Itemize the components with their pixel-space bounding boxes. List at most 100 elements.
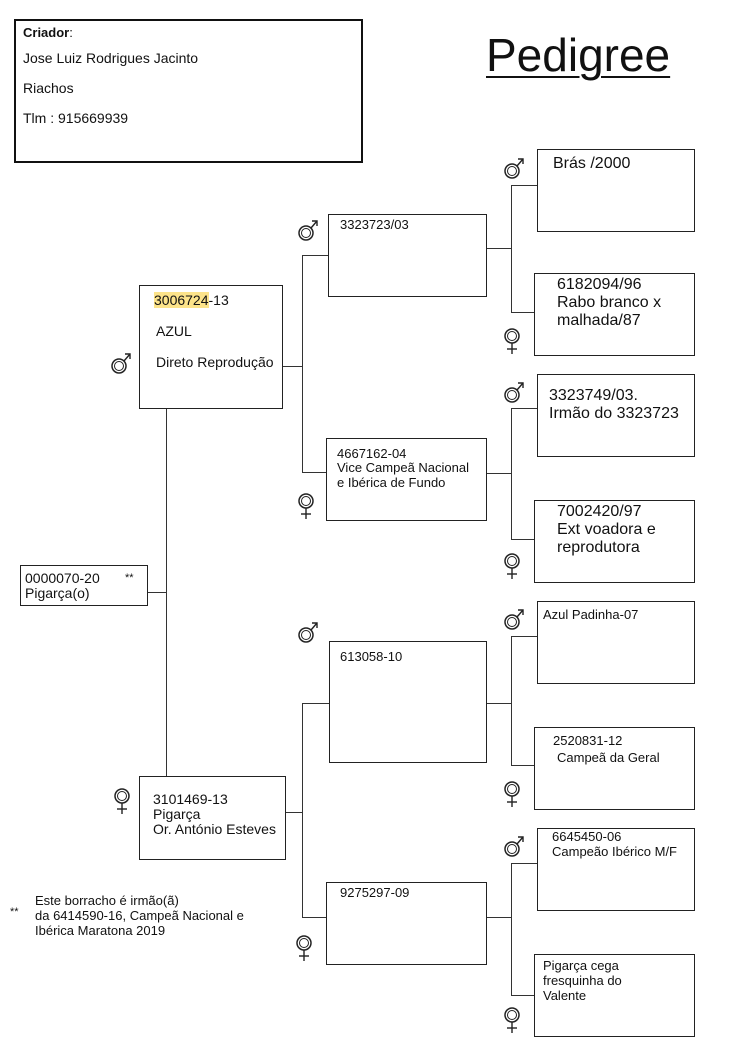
sire-ring-suffix: -13	[208, 292, 229, 308]
ds-dam-card	[534, 727, 695, 810]
connector-ss-sire	[511, 185, 537, 186]
dam-note: Or. António Esteves	[153, 821, 276, 837]
male-symbol-icon	[502, 832, 528, 860]
dam-card	[139, 776, 286, 860]
breeder-label-row: Criador:	[23, 25, 73, 41]
sire-sire-ring: 3323723/03	[340, 217, 409, 232]
dam-sire-ring: 613058-10	[340, 649, 403, 664]
sd-sire-ring: 3323749/03.	[549, 387, 638, 404]
connector-sd-vertical	[511, 408, 512, 540]
connector-sire-vertical	[302, 255, 303, 473]
connector-dam-vertical	[302, 703, 303, 918]
footnote-line-1: Este borracho é irmão(ã)	[35, 893, 179, 908]
male-symbol-icon	[296, 618, 322, 646]
breeder-locality: Riachos	[23, 80, 74, 96]
connector-sd-out	[487, 473, 511, 474]
footnote-line-2: da 6414590-16, Campeã Nacional e	[35, 908, 244, 923]
breeder-name: Jose Luiz Rodrigues Jacinto	[23, 50, 199, 66]
sire-dam-note-2: e Ibérica de Fundo	[337, 475, 446, 490]
ds-dam-ring: 2520831-12	[553, 733, 623, 748]
connector-dd-sire	[511, 863, 537, 864]
dam-color: Pigarça	[153, 806, 201, 822]
connector-sire-out	[283, 366, 302, 367]
ds-sire-name: Azul Padinha-07	[543, 607, 639, 622]
breeder-info-box	[14, 19, 363, 163]
sd-dam-card	[534, 500, 695, 583]
breeder-label-colon: :	[69, 25, 73, 40]
connector-ds-out	[487, 703, 511, 704]
ss-sire-card	[537, 149, 695, 232]
dam-dam-card	[326, 882, 487, 965]
ss-dam-ring: 6182094/96	[557, 276, 642, 293]
male-symbol-icon	[502, 605, 528, 633]
ss-dam-card	[534, 273, 695, 356]
dd-sire-note: Campeão Ibérico M/F	[552, 845, 677, 859]
sire-sire-card	[328, 214, 487, 297]
male-symbol-icon	[296, 216, 322, 244]
connector-sd-dam	[511, 539, 534, 540]
ss-sire-name: Brás /2000	[553, 155, 631, 172]
connector-sd-sire	[511, 408, 537, 409]
male-symbol-icon	[502, 378, 528, 406]
female-symbol-icon	[500, 327, 526, 355]
ds-dam-note: Campeã da Geral	[557, 750, 660, 765]
sire-dam-note-1: Vice Campeã Nacional	[337, 461, 469, 475]
subject-note-mark: **	[125, 572, 134, 584]
connector-dd-out	[487, 917, 511, 918]
dam-sire-card	[329, 641, 487, 763]
connector-ds-sire	[511, 636, 537, 637]
subject-color: Pigarça(o)	[25, 585, 90, 601]
sd-sire-note: Irmão do 3323723	[549, 405, 679, 422]
sire-ring: 3006724-13	[154, 292, 229, 308]
connector-ds-dam	[511, 765, 534, 766]
connector-trunk-gen1	[166, 409, 167, 776]
sd-dam-note-2: reprodutora	[557, 539, 640, 556]
dd-sire-card	[537, 828, 695, 911]
subject-ring: 0000070-20	[25, 570, 100, 586]
sire-color: AZUL	[156, 323, 192, 339]
female-symbol-icon	[500, 780, 526, 808]
footnote-mark: **	[10, 906, 19, 918]
sire-dam-card	[326, 438, 487, 521]
dd-dam-name-1: Pigarça cega	[543, 958, 619, 973]
sire-note: Direto Reprodução	[156, 354, 274, 370]
sd-dam-ring: 7002420/97	[557, 503, 642, 520]
female-symbol-icon	[294, 492, 320, 520]
connector-dam-out	[286, 812, 303, 813]
female-symbol-icon	[110, 787, 136, 815]
male-symbol-icon	[502, 154, 528, 182]
connector-ds-vertical	[511, 636, 512, 766]
sire-dam-ring: 4667162-04	[337, 446, 407, 461]
breeder-label: Criador	[23, 25, 70, 40]
dd-dam-name-3: Valente	[543, 988, 587, 1003]
page-title: Pedigree	[486, 29, 671, 81]
sire-ring-highlight: 3006724	[154, 292, 209, 308]
male-symbol-icon	[109, 349, 135, 377]
dam-ring: 3101469-13	[153, 791, 228, 807]
ss-dam-note-2: malhada/87	[557, 312, 641, 329]
connector-dd-dam	[511, 995, 534, 996]
breeder-phone: Tlm : 915669939	[23, 110, 129, 126]
female-symbol-icon	[500, 552, 526, 580]
connector-ss-dam	[511, 312, 534, 313]
dam-dam-ring: 9275297-09	[340, 885, 410, 900]
ds-sire-card	[537, 601, 695, 684]
connector-dam-dam	[302, 917, 326, 918]
connector-ss-vertical	[511, 185, 512, 313]
subject-card	[20, 565, 148, 606]
connector-dd-vertical	[511, 863, 512, 996]
female-symbol-icon	[292, 934, 318, 962]
ss-dam-note-1: Rabo branco x	[557, 294, 662, 311]
connector-ss-out	[487, 248, 511, 249]
connector-dam-sire	[302, 703, 329, 704]
dd-dam-name-2: fresquinha do	[543, 973, 622, 988]
footnote-line-3: Ibérica Maratona 2019	[35, 923, 166, 938]
connector-sire-sire	[302, 255, 328, 256]
connector-subject	[148, 592, 167, 593]
female-symbol-icon	[500, 1006, 526, 1034]
sd-sire-card	[537, 374, 695, 457]
connector-sire-dam	[302, 472, 326, 473]
sd-dam-note-1: Ext voadora e	[557, 521, 656, 538]
dd-dam-card	[534, 954, 695, 1037]
dd-sire-ring: 6645450-06	[552, 829, 622, 844]
